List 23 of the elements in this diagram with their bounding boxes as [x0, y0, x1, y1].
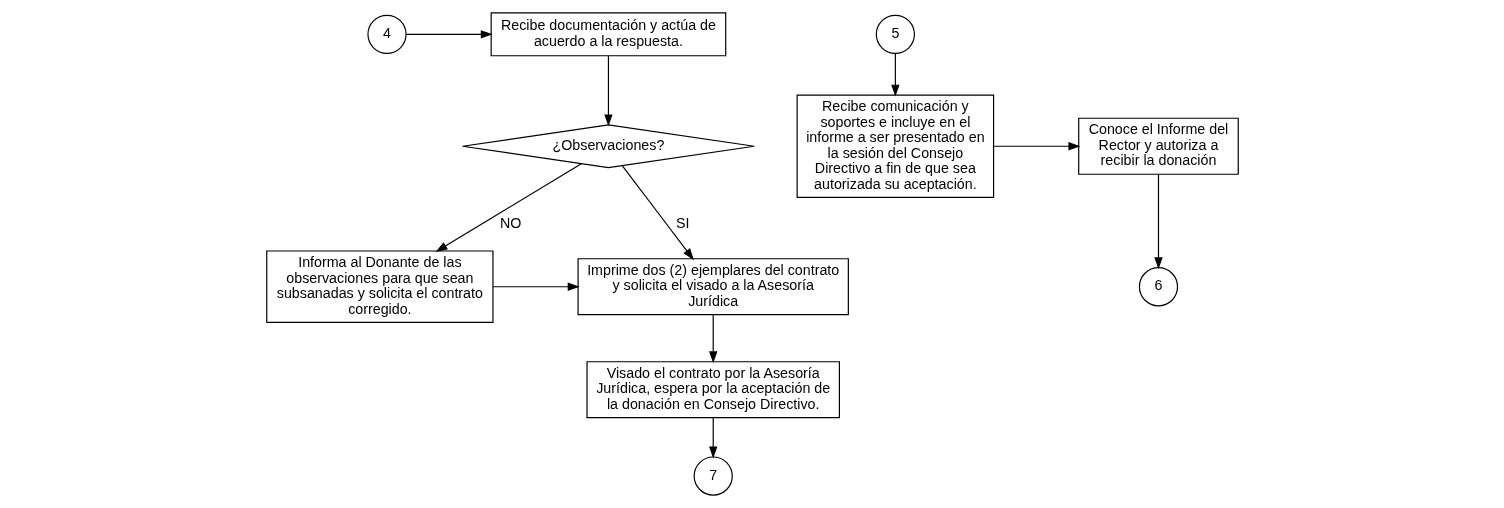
node-circle: 5 — [875, 14, 915, 54]
node-circle: 7 — [693, 456, 733, 496]
node-box: Conoce el Informe del Rector y autoriza a recibir la donación — [1077, 117, 1239, 175]
arrow — [708, 417, 717, 459]
arrow — [435, 163, 582, 252]
arrow — [708, 314, 717, 364]
edge-label: SI — [675, 214, 689, 231]
edge-label: NO — [499, 214, 521, 231]
node-circle: 4 — [366, 14, 407, 54]
node-box: Recibe comunicación y soportes e incluye en el informe a ser presentado en la sesión del Consejo Directivo a fin de que sea autorizada su aceptación. — [796, 94, 994, 199]
node-box: Visado el contrato por la Asesoría Jurídica, espera por la aceptación de la donación en Consejo Directivo. — [585, 361, 840, 419]
arrow — [405, 30, 493, 39]
arrow — [621, 165, 694, 261]
node-box: Informa al Donante de las observaciones para que sean subsanadas y solicita el contrato corregido. — [265, 250, 494, 324]
arrow — [1153, 173, 1163, 270]
node-circle: 6 — [1138, 267, 1178, 307]
arrow — [603, 55, 613, 127]
arrow — [492, 282, 580, 291]
node-diamond: ¿Observaciones? — [461, 124, 755, 169]
node-box: Imprime dos (2) ejemplares del contrato y solicita el visado a la Asesoría Jurídica — [577, 258, 849, 316]
arrow — [992, 142, 1080, 151]
arrow — [890, 53, 900, 97]
node-box: Recibe documentación y actúa de acuerdo a la respuesta. — [490, 12, 726, 57]
